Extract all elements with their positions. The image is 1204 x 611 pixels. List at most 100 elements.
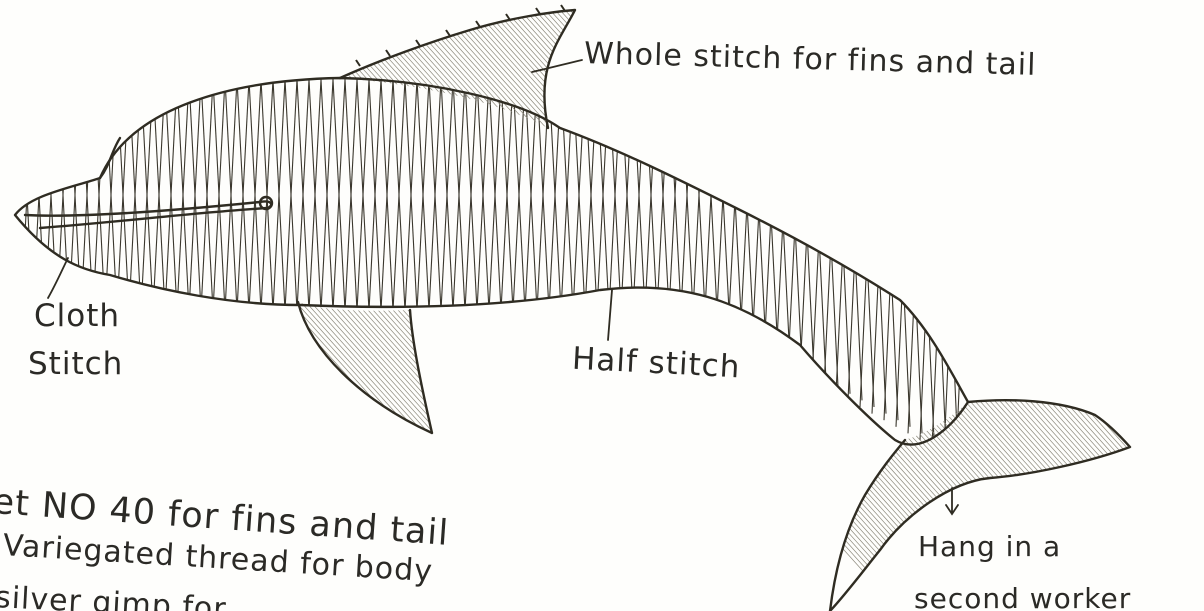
tail-thread — [1020, 390, 1204, 611]
flipper-thread — [250, 290, 385, 440]
flipper-hatching — [150, 290, 585, 440]
flipper-thread — [440, 290, 575, 440]
tail-thread — [1140, 390, 1204, 611]
tail-thread — [780, 390, 979, 611]
tail-thread — [1095, 390, 1204, 611]
leader-line-half — [608, 290, 612, 340]
flipper-thread — [275, 290, 410, 440]
tail-thread — [1065, 390, 1204, 611]
body-thread — [956, 138, 970, 460]
body-thread — [980, 146, 994, 473]
tail-thread — [1080, 390, 1204, 611]
dorsal-thread — [315, 0, 477, 140]
label-hang-line1: Hang in a — [918, 530, 1061, 563]
pin-mark — [536, 8, 540, 14]
tail-thread — [800, 390, 999, 611]
flipper-thread — [435, 290, 570, 440]
flipper-thread — [240, 290, 375, 440]
flipper-thread — [340, 290, 475, 440]
leader-line-cloth — [48, 258, 68, 298]
dorsal-thread — [260, 0, 422, 140]
tail-thread — [825, 390, 1024, 611]
flipper-thread — [290, 290, 425, 440]
flipper-thread — [300, 290, 435, 440]
body-thread — [80, 60, 94, 330]
flipper-thread — [430, 290, 565, 440]
flipper-thread — [410, 290, 545, 440]
flipper-thread — [415, 290, 550, 440]
dorsal-thread — [225, 0, 387, 140]
flipper-thread — [345, 290, 480, 440]
body-thread — [644, 60, 658, 330]
flipper-thread — [215, 290, 350, 440]
flipper-thread — [225, 290, 360, 440]
tail-thread — [790, 390, 989, 611]
tail-thread — [820, 390, 1019, 611]
body-thread — [116, 60, 130, 330]
body-thread — [20, 60, 34, 330]
label-hang-line2: second worker — [914, 582, 1131, 611]
tail-thread — [1135, 390, 1204, 611]
flipper-thread — [180, 290, 315, 440]
flipper-thread — [260, 290, 395, 440]
body-thread — [140, 60, 154, 330]
flipper-thread — [425, 290, 560, 440]
tail-fluke-outline — [830, 400, 1130, 611]
tail-thread — [1030, 390, 1204, 611]
label-cloth-stitch-line1: Cloth — [34, 298, 120, 334]
tail-thread — [1130, 390, 1204, 611]
dorsal-thread — [330, 0, 492, 140]
tail-thread — [1085, 390, 1204, 611]
flipper-thread — [400, 290, 535, 440]
tail-thread — [1075, 390, 1204, 611]
flipper-thread — [320, 290, 455, 440]
dorsal-thread — [320, 0, 482, 140]
label-cloth-stitch-line2: Stitch — [28, 346, 123, 382]
tail-thread — [1035, 390, 1204, 611]
pin-mark — [356, 60, 360, 66]
pin-mark — [386, 50, 390, 56]
flipper-thread — [365, 290, 500, 440]
flipper-thread — [185, 290, 320, 440]
flipper-thread — [245, 290, 380, 440]
body-thread — [56, 60, 70, 330]
flipper-thread — [190, 290, 325, 440]
half-stitch-hatching — [20, 60, 994, 473]
body-thread — [632, 60, 646, 330]
tail-thread — [1105, 390, 1204, 611]
flipper-thread — [170, 290, 305, 440]
dorsal-thread — [240, 0, 402, 140]
tail-thread — [1015, 390, 1204, 611]
tail-thread — [1045, 390, 1204, 611]
tail-thread — [1115, 390, 1204, 611]
body-thread — [104, 60, 118, 330]
flipper-thread — [445, 290, 580, 440]
flipper-thread — [370, 290, 505, 440]
flipper-thread — [195, 290, 330, 440]
tail-thread — [815, 390, 1014, 611]
tail-thread — [795, 390, 994, 611]
flipper-thread — [405, 290, 540, 440]
tail-thread — [1055, 390, 1204, 611]
flipper-thread — [150, 290, 285, 440]
flipper-thread — [270, 290, 405, 440]
tail-thread — [1050, 390, 1204, 611]
tail-thread — [1125, 390, 1204, 611]
flipper-thread — [235, 290, 370, 440]
flipper-thread — [265, 290, 400, 440]
flipper-thread — [255, 290, 390, 440]
flipper-thread — [175, 290, 310, 440]
pin-mark — [416, 40, 420, 46]
tail-thread — [1110, 390, 1204, 611]
flipper-thread — [395, 290, 530, 440]
flipper-thread — [305, 290, 440, 440]
tail-thread — [770, 390, 969, 611]
dorsal-thread — [255, 0, 417, 140]
flipper-thread — [420, 290, 555, 440]
dorsal-thread — [300, 0, 462, 140]
tail-thread — [1060, 390, 1204, 611]
body-thread — [68, 60, 82, 330]
body-thread — [980, 146, 994, 473]
flipper-thread — [205, 290, 340, 440]
body-thread — [92, 60, 106, 330]
